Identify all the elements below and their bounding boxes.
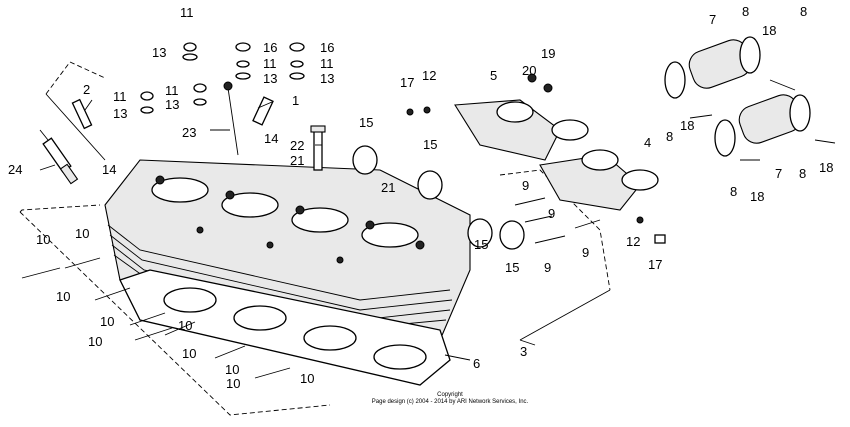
callout-9-a: 9 — [522, 178, 529, 193]
callout-8-e: 8 — [800, 4, 807, 19]
callout-10-i: 10 — [226, 376, 240, 391]
callout-2: 2 — [83, 82, 90, 97]
callout-16-b: 16 — [320, 40, 334, 55]
callout-16-a: 16 — [263, 40, 277, 55]
callout-12-a: 12 — [422, 68, 436, 83]
head-gasket — [119, 269, 451, 386]
callout-18-b: 18 — [680, 118, 694, 133]
callout-11-a: 11 — [180, 5, 194, 20]
callout-15-c: 15 — [474, 237, 488, 252]
intake-manifolds — [454, 99, 659, 211]
callout-11-d: 11 — [113, 89, 127, 104]
callout-10-b: 10 — [75, 226, 89, 241]
callout-15-b: 15 — [423, 137, 437, 152]
callout-7-a: 7 — [709, 12, 716, 27]
callout-20: 20 — [522, 63, 536, 78]
callout-14-b: 14 — [102, 162, 116, 177]
callout-10-c: 10 — [56, 289, 70, 304]
callout-14-a: 14 — [264, 131, 278, 146]
callout-18-a: 18 — [762, 23, 776, 38]
callout-5: 5 — [490, 68, 497, 83]
callout-21-a: 21 — [290, 153, 304, 168]
carb-insulators — [664, 36, 836, 161]
callout-9-c: 9 — [582, 245, 589, 260]
callout-8-c: 8 — [799, 166, 806, 181]
callout-11-b: 11 — [263, 56, 277, 71]
washers-nuts — [140, 42, 305, 114]
spark-plug — [39, 129, 79, 185]
leader-lines — [39, 99, 536, 361]
callout-7-b: 7 — [775, 166, 782, 181]
callout-10-d: 10 — [100, 314, 114, 329]
copyright-title: Copyright — [437, 392, 463, 398]
callout-24: 24 — [8, 162, 22, 177]
callout-18-d: 18 — [750, 189, 764, 204]
dowel-pins — [21, 197, 601, 379]
callout-13-e: 13 — [165, 97, 179, 112]
bolts-studs — [71, 81, 326, 171]
callout-22: 22 — [290, 138, 304, 153]
callout-3: 3 — [520, 344, 527, 359]
callout-12-b: 12 — [626, 234, 640, 249]
callout-labels: 11 13 16 11 13 16 11 13 11 13 11 13 2 1 … — [8, 4, 833, 391]
callout-17-b: 17 — [648, 257, 662, 272]
callout-11-c: 11 — [320, 56, 334, 71]
callout-10-j: 10 — [300, 371, 314, 386]
callout-21-b: 21 — [381, 180, 395, 195]
callout-10-e: 10 — [88, 334, 102, 349]
callout-15-d: 15 — [505, 260, 519, 275]
callout-8-a: 8 — [742, 4, 749, 19]
callout-19: 19 — [541, 46, 555, 61]
callout-13-a: 13 — [152, 45, 166, 60]
callout-10-a: 10 — [36, 232, 50, 247]
o-rings — [352, 145, 525, 250]
callout-8-d: 8 — [730, 184, 737, 199]
callout-13-c: 13 — [320, 71, 334, 86]
copyright-line: Page design (c) 2004 - 2014 by ARI Netwo… — [371, 399, 529, 405]
callout-10-f: 10 — [178, 318, 192, 333]
copyright-notice: Copyright Page design (c) 2004 - 2014 by… — [320, 392, 580, 406]
callout-6: 6 — [473, 356, 480, 371]
callout-4: 4 — [644, 135, 651, 150]
callout-15-a: 15 — [359, 115, 373, 130]
callout-9-b: 9 — [548, 206, 555, 221]
callout-8-b: 8 — [666, 129, 673, 144]
callout-13-d: 13 — [113, 106, 127, 121]
callout-17-a: 17 — [400, 75, 414, 90]
callout-10-h: 10 — [225, 362, 239, 377]
callout-11-e: 11 — [165, 83, 179, 98]
callout-23: 23 — [182, 125, 196, 140]
callout-9-d: 9 — [544, 260, 551, 275]
callout-1: 1 — [292, 93, 299, 108]
callout-18-c: 18 — [819, 160, 833, 175]
callout-13-b: 13 — [263, 71, 277, 86]
callout-10-g: 10 — [182, 346, 196, 361]
small-fasteners — [406, 73, 666, 244]
assembly-boundary — [19, 61, 611, 416]
